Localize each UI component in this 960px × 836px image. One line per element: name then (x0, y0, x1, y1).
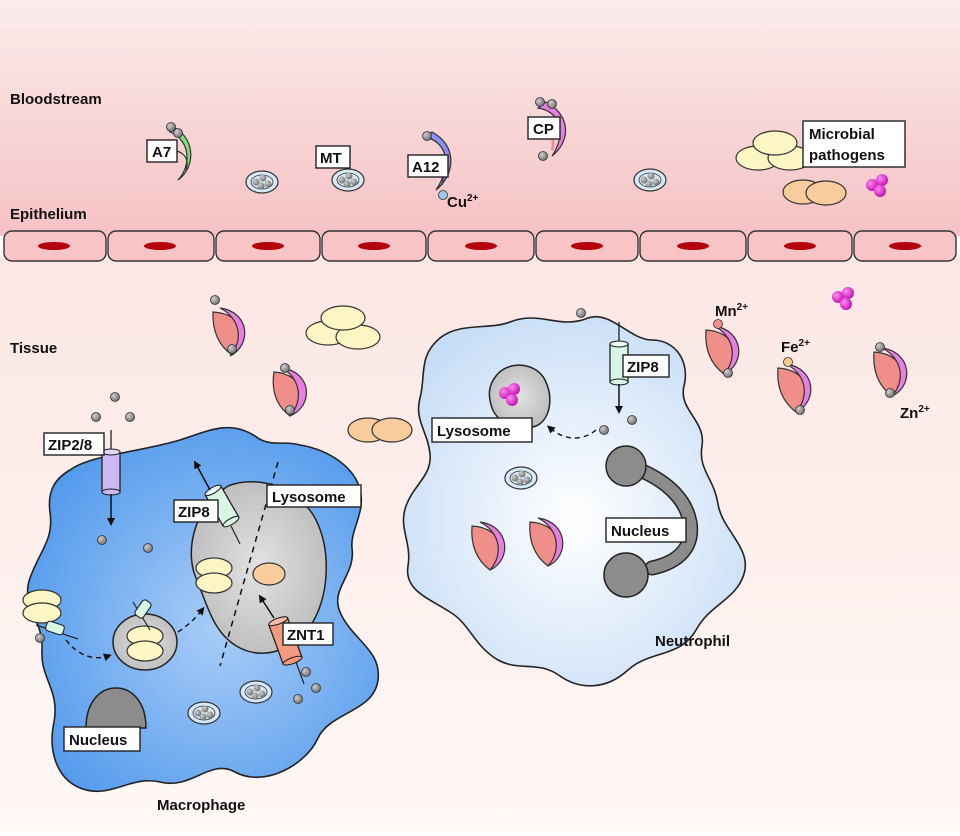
engulfed-microbe-orange (252, 562, 286, 586)
metallothionein (239, 680, 273, 704)
macrophage-name: Macrophage (157, 797, 245, 814)
metal-ion-cluster (866, 174, 888, 197)
zip8-macrophage-label-box: ZIP8 (173, 499, 219, 523)
microbe-cluster-yellow (305, 305, 381, 350)
epithelium-label: Epithelium (10, 206, 87, 223)
metal-ion-cluster (832, 287, 854, 310)
phagosome (112, 613, 178, 671)
microbial-label-box: Microbial pathogens (802, 120, 906, 168)
engulfed-microbe (195, 557, 233, 594)
calprotectin-zn (873, 342, 908, 398)
neutrophil-nucleus-label: Nucleus (611, 523, 669, 540)
epithelial-cell (107, 230, 215, 262)
epithelial-cell (321, 230, 427, 262)
a7-label: A7 (152, 144, 171, 161)
mn-ion-label: Mn2+ (715, 302, 748, 320)
microbe-outside-macrophage (22, 589, 62, 624)
a7-protein (166, 122, 192, 181)
free-zinc-ions (35, 308, 637, 704)
zip28-label-box: ZIP2/8 (43, 432, 105, 456)
znt1-label: ZNT1 (287, 627, 325, 644)
cp-label-box: CP (527, 116, 561, 140)
a7-label-box: A7 (146, 139, 178, 163)
neutrophil-cell (402, 315, 747, 687)
epithelial-cell (427, 230, 535, 262)
neutrophil-nucleus (603, 445, 699, 598)
zip8-macrophage-label: ZIP8 (178, 504, 210, 521)
microbial-label-line1: Microbial (809, 126, 875, 143)
cu-ion-label: Cu2+ (447, 193, 479, 211)
zip8-neutrophil-label-box: ZIP8 (622, 354, 670, 378)
uptake-arrow (65, 639, 112, 662)
bloodstream-label: Bloodstream (10, 91, 102, 108)
zip8-neutrophil-label: ZIP8 (627, 359, 659, 376)
metallothionein (504, 466, 538, 490)
epithelial-cell (639, 230, 747, 262)
cp-label: CP (533, 121, 554, 138)
macrophage-nucleus-label: Nucleus (69, 732, 127, 749)
microbe-cluster-orange (782, 179, 847, 206)
epithelial-cell (3, 230, 107, 262)
metal-ion-cluster (499, 383, 520, 406)
calprotectin (529, 517, 564, 567)
calprotectin (471, 521, 506, 571)
microbe-cluster-orange (347, 417, 413, 443)
tissue-label: Tissue (10, 340, 57, 357)
neutrophil-lysosome-label: Lysosome (437, 423, 511, 440)
metallothionein (633, 168, 667, 192)
calprotectin-fe (777, 357, 812, 415)
znt1-label-box: ZNT1 (282, 622, 334, 646)
neutrophil-nucleus-label-box: Nucleus (605, 517, 687, 543)
mt-label: MT (320, 150, 342, 167)
macrophage-nucleus-label-box: Nucleus (63, 726, 141, 752)
macrophage-lysosome-label: Lysosome (272, 489, 346, 506)
macrophage-nucleus (85, 687, 147, 729)
neutrophil-name: Neutrophil (655, 633, 730, 650)
epithelial-cell (747, 230, 853, 262)
epithelial-cell (535, 230, 639, 262)
zip28-label: ZIP2/8 (48, 437, 92, 454)
zip28-transporter (101, 430, 121, 526)
macrophage-zip8-transporter (194, 460, 241, 545)
small-zip-transporter (35, 620, 79, 640)
a12-label: A12 (412, 159, 440, 176)
small-zip-transporter (132, 599, 152, 631)
epithelium-layer (3, 230, 957, 262)
calprotectin-mn (705, 319, 740, 378)
epithelial-cell (853, 230, 957, 262)
calprotectin (210, 295, 246, 357)
lysosome-import-arrow (546, 425, 597, 439)
microbe-cluster-yellow (735, 130, 813, 171)
macrophage-lysosome-label-box: Lysosome (266, 484, 362, 508)
epithelial-cell (215, 230, 321, 262)
fusion-arrow (177, 606, 205, 633)
zn-ion-label: Zn2+ (900, 404, 930, 422)
metallothionein (331, 168, 365, 192)
a12-label-box: A12 (407, 154, 449, 178)
metallothionein (187, 701, 221, 725)
neutrophil-lysosome (488, 364, 551, 429)
fe-ion-label: Fe2+ (781, 338, 810, 356)
mt-label-box: MT (315, 145, 351, 169)
microbial-label-line2: pathogens (809, 147, 885, 164)
calprotectin (272, 363, 307, 417)
neutrophil-lysosome-label-box: Lysosome (431, 417, 533, 443)
metallothionein (245, 170, 279, 194)
